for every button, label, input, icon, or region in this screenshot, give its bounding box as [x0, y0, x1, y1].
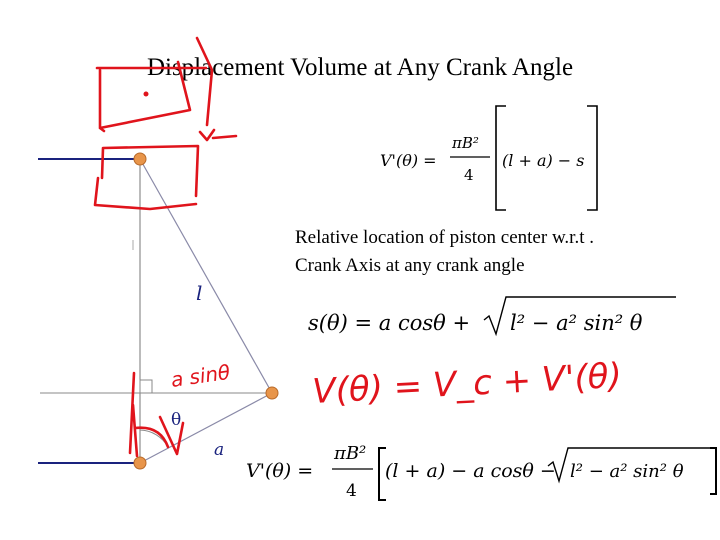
eq3-body: (l + a) − a cosθ − — [385, 460, 556, 482]
rod-length-label: l — [196, 281, 202, 305]
eq3-left-bracket — [378, 447, 386, 501]
eq3-lhs: V'(θ) = — [246, 460, 313, 482]
sketch-displacement-arrow — [128, 371, 185, 458]
eq1-fraction-numerator: πB² — [451, 134, 479, 152]
sketch-dot — [143, 91, 149, 97]
eq1-right-bracket — [587, 105, 598, 211]
connecting-rod-line — [139, 158, 273, 394]
eq3-sqrt-sign — [547, 447, 710, 484]
right-angle-marker — [139, 379, 153, 394]
sketch-theta-arc — [133, 426, 170, 449]
equation-2: s(θ) = a cosθ + l² − a² sin² θ — [308, 296, 676, 337]
eq3-fraction-numerator: πB² — [333, 443, 366, 464]
note-line-2: Crank Axis at any crank angle — [295, 255, 525, 276]
equation-1: V'(θ) = πB² 4 (l + a) − s — [380, 105, 598, 211]
eq3-fraction-denominator: 4 — [346, 481, 357, 501]
eq1-fraction-denominator: 4 — [464, 166, 474, 184]
crank-radius-label: a — [214, 440, 224, 460]
piston-pin-point — [133, 152, 147, 166]
explanation-note: Relative location of piston center w.r.t… — [295, 224, 594, 280]
crank-mechanism-diagram: l a θ — [38, 152, 279, 470]
note-line-1: Relative location of piston center w.r.t… — [295, 227, 594, 248]
sketch-piston-lower — [93, 144, 200, 211]
crank-pin-point — [265, 386, 279, 400]
crank-angle-label: θ — [171, 410, 181, 430]
eq2-sqrt-sign — [483, 296, 676, 337]
crank-arm-line — [139, 392, 273, 464]
eq3-right-bracket — [710, 447, 717, 495]
eq3-radicand: l² − a² sin² θ — [570, 461, 684, 482]
crank-center-point — [133, 456, 147, 470]
handwritten-volume-equation: V(θ) = V_c + V'(θ) — [311, 356, 622, 412]
eq2-lhs: s(θ) = a cosθ + — [308, 311, 470, 335]
sketch-piston-upper — [95, 60, 208, 133]
eq1-left-bracket — [495, 105, 506, 211]
eq1-lhs: V'(θ) = — [380, 151, 437, 170]
eq2-radicand: l² − a² sin² θ — [510, 311, 643, 335]
equation-3: V'(θ) = πB² 4 (l + a) − a cosθ − l² − a²… — [246, 443, 717, 501]
eq1-body: (l + a) − s — [502, 151, 585, 170]
sketch-arrow-upper — [195, 36, 238, 142]
slide-title: Displacement Volume at Any Crank Angle — [146, 54, 574, 81]
handwritten-a-sin-theta: a sinθ — [169, 360, 231, 392]
